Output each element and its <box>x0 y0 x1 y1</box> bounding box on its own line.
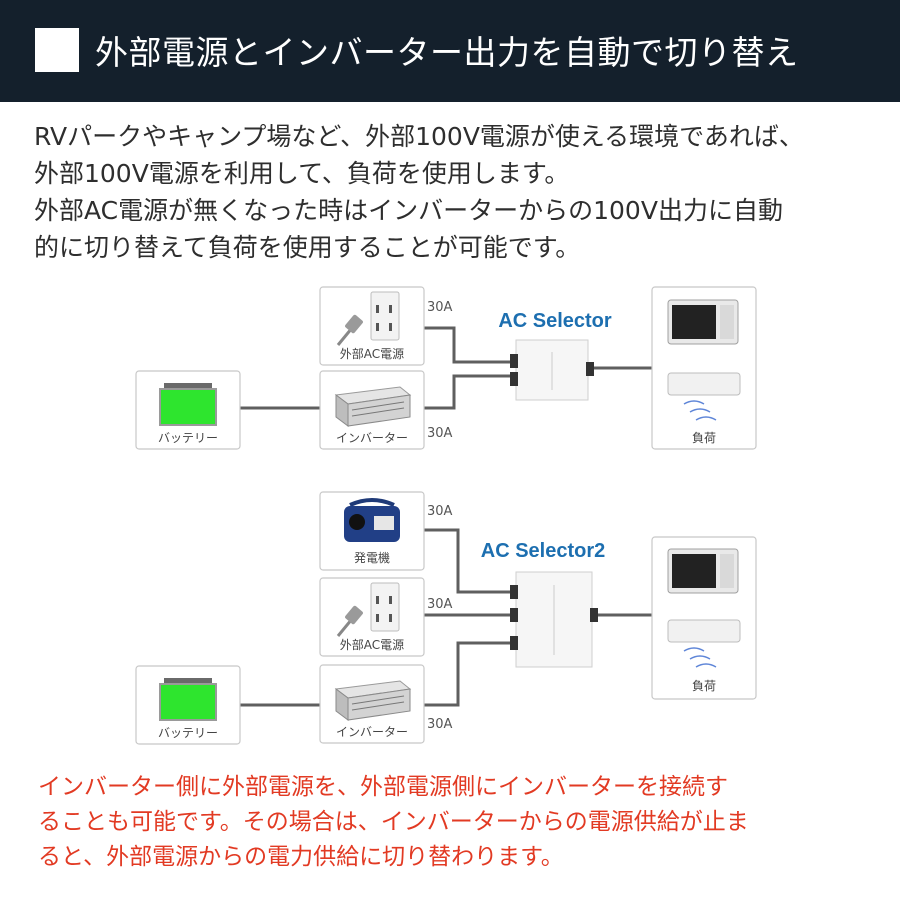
generator-icon <box>344 498 400 542</box>
intro-line: 外部100V電源を利用して、負荷を使用します。 <box>34 159 570 188</box>
generator-selector-wire <box>424 528 512 594</box>
note-line: ることも可能です。その場合は、インバーターからの電源供給が止ま <box>38 809 749 835</box>
ac-selector2-device <box>510 571 598 668</box>
note-text: インバーター側に外部電源を、外部電源側にインバーターを接続す ることも可能です。… <box>38 770 868 875</box>
ac-selector-device <box>510 339 594 401</box>
note-line: ると、外部電源からの電力供給に切り替わります。 <box>38 844 564 870</box>
header-bar: 外部電源とインバーター出力を自動で切り替え <box>0 0 900 102</box>
air-conditioner-icon <box>667 372 741 421</box>
outlet-icon <box>370 582 400 632</box>
selector-title: AC Selector2 <box>481 540 606 562</box>
inverter-selector-wire <box>424 374 512 410</box>
outlet-icon <box>370 291 400 341</box>
selector-title: AC Selector <box>498 310 612 332</box>
diagram-2: 発電機 外部AC電源 インバーター <box>135 491 757 745</box>
external-ac-label: 外部AC電源 <box>340 346 404 361</box>
intro-text: RVパークやキャンプ場など、外部100V電源が使える環境であれば、 外部100V… <box>34 118 874 266</box>
amp-label: 30A <box>427 717 453 732</box>
intro-line: RVパークやキャンプ場など、外部100V電源が使える環境であれば、 <box>34 122 804 151</box>
diagram-1: 外部AC電源 インバーター バッテリー 30A 30A AC Selector <box>135 286 757 450</box>
plug-icon <box>336 605 363 637</box>
amp-label: 30A <box>427 597 453 612</box>
page-title: 外部電源とインバーター出力を自動で切り替え <box>95 33 799 72</box>
generator-label: 発電機 <box>354 550 390 565</box>
inverter-label: インバーター <box>336 431 408 445</box>
inverter-selector-wire <box>424 641 512 707</box>
battery-label: バッテリー <box>158 726 218 740</box>
note-line: インバーター側に外部電源を、外部電源側にインバーターを接続す <box>38 774 728 800</box>
load-label: 負荷 <box>692 679 716 693</box>
amp-label: 30A <box>427 504 453 519</box>
external-ac-label: 外部AC電源 <box>340 637 404 652</box>
plug-icon <box>336 314 363 346</box>
battery-label: バッテリー <box>158 431 218 445</box>
air-conditioner-icon <box>667 619 741 668</box>
inverter-label: インバーター <box>336 725 408 739</box>
battery-icon <box>159 678 217 721</box>
intro-line: 的に切り替えて負荷を使用することが可能です。 <box>34 233 581 262</box>
inverter-icon <box>334 680 412 721</box>
amp-label: 30A <box>427 426 453 441</box>
load-label: 負荷 <box>692 431 716 445</box>
intro-line: 外部AC電源が無くなった時はインバーターからの100V出力に自動 <box>34 196 783 225</box>
header-square-icon <box>35 28 79 72</box>
battery-icon <box>159 383 217 426</box>
microwave-icon <box>667 299 739 345</box>
microwave-icon <box>667 548 739 594</box>
external-selector-wire <box>424 326 512 364</box>
inverter-icon <box>334 386 412 427</box>
amp-label: 30A <box>427 300 453 315</box>
